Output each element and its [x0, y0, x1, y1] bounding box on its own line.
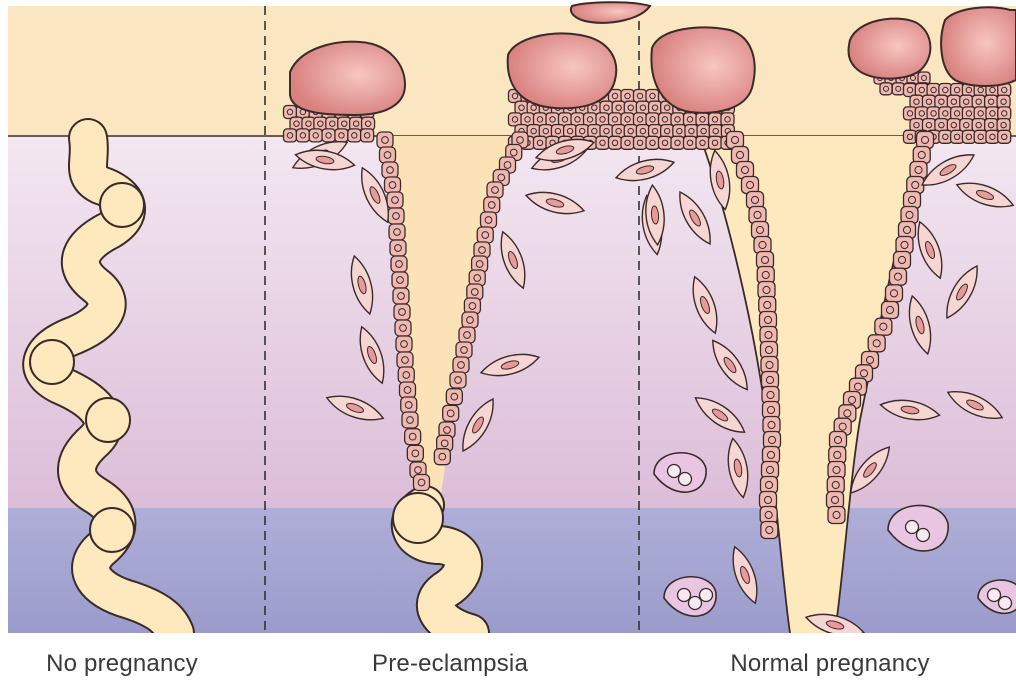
trophoblast-cell — [361, 129, 374, 142]
trophoblast-cell — [882, 302, 899, 319]
villus — [651, 27, 754, 112]
trophoblast-cell — [761, 522, 778, 539]
trophoblast-cell — [392, 272, 408, 288]
trophoblast-cell — [634, 136, 647, 149]
trophoblast-cell — [382, 162, 398, 178]
trophoblast-cell — [534, 136, 547, 149]
trophoblast-cell — [894, 252, 911, 269]
trophoblast-cell — [405, 429, 421, 445]
caption-pre-eclampsia: Pre-eclampsia — [372, 650, 528, 678]
trophoblast-cell — [904, 130, 917, 143]
trophoblast-cell — [890, 268, 907, 285]
trophoblast-cell — [443, 405, 459, 421]
trophoblast-cell — [962, 130, 975, 143]
villus — [941, 7, 1016, 86]
trophoblast-cell — [407, 445, 423, 461]
trophoblast-cell — [453, 357, 469, 373]
trophoblast-cell — [828, 507, 845, 524]
trophoblast-cell — [986, 130, 999, 143]
trophoblast-cell — [596, 136, 609, 149]
trophoblast-cell — [868, 335, 885, 352]
trophoblast-cell — [450, 372, 466, 388]
trophoblast-cell — [456, 342, 472, 358]
trophoblast-cell — [886, 285, 903, 302]
trophoblast-cell — [396, 336, 412, 352]
trophoblast-cell — [296, 129, 309, 142]
trophoblast-cell — [696, 136, 709, 149]
trophoblast-cell — [393, 288, 409, 304]
trophoblast-cell — [398, 367, 414, 383]
trophoblast-cell — [434, 449, 450, 465]
trophoblast-cell — [974, 130, 987, 143]
trophoblast-cell — [322, 129, 335, 142]
trophoblast-cell — [939, 130, 952, 143]
trophoblast-cell — [709, 136, 722, 149]
trophoblast-cell — [951, 130, 964, 143]
trophoblast-cell — [401, 397, 417, 413]
trophoblast-cell — [621, 136, 634, 149]
trophoblast-cell — [892, 83, 904, 95]
trophoblast-cell — [671, 136, 684, 149]
trophoblast-cell — [659, 136, 672, 149]
villus — [290, 42, 405, 115]
trophoblast-cell — [391, 256, 407, 272]
trophoblast-cell — [875, 318, 892, 335]
trophoblast-cell — [487, 182, 503, 198]
trophoblast-cell — [387, 192, 403, 208]
trophoblast-cell — [462, 312, 478, 328]
caption-no-pregnancy: No pregnancy — [46, 650, 198, 678]
trophoblast-cell — [400, 382, 416, 398]
trophoblast-cell — [335, 129, 348, 142]
trophoblast-cell — [414, 475, 430, 491]
trophoblast-cell — [388, 208, 404, 224]
trophoblast-cell — [380, 147, 396, 163]
villus — [849, 19, 931, 79]
trophoblast-cell — [646, 136, 659, 149]
trophoblast-cell — [459, 327, 475, 343]
trophoblast-cell — [484, 197, 500, 213]
trophoblast-cell — [309, 129, 322, 142]
trophoblast-cell — [481, 212, 497, 228]
trophoblast-cell — [880, 83, 892, 95]
trophoblast-cell — [348, 129, 361, 142]
trophoblast-cell — [394, 304, 410, 320]
trophoblast-cell — [395, 320, 411, 336]
trophoblast-cell — [397, 352, 413, 368]
trophoblast-cell — [446, 389, 462, 405]
trophoblast-cell — [377, 132, 393, 148]
trophoblast-cell — [284, 129, 297, 142]
trophoblast-cell — [684, 136, 697, 149]
trophoblast-cell — [389, 224, 405, 240]
trophoblast-cell — [385, 177, 401, 193]
trophoblast-cell — [477, 227, 493, 243]
trophoblast-cell — [998, 130, 1011, 143]
caption-normal-pregnancy: Normal pregnancy — [730, 650, 929, 678]
villus — [508, 34, 617, 109]
trophoblast-cell — [402, 412, 418, 428]
trophoblast-cell — [390, 240, 406, 256]
trophoblast-cell — [609, 136, 622, 149]
